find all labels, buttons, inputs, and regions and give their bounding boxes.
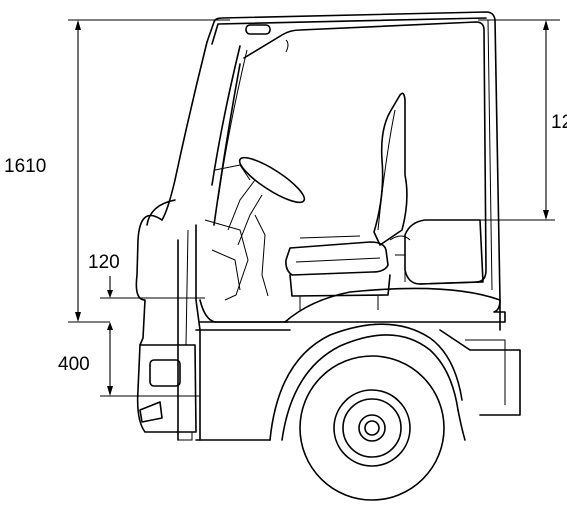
upper-height-label: 1200 [551,112,567,133]
cab-outline [135,11,506,441]
bumper-height-label: 400 [58,354,90,375]
driver-seat [285,92,484,310]
step-height-label: 120 [88,252,120,273]
wheel-arch [195,287,521,441]
front-wheel [299,355,445,501]
steering-wheel [204,156,306,301]
cab-height-label: 1610 [4,156,46,177]
dimension-cab-height: 1610 [4,19,230,323]
front-bumper [136,344,197,441]
dimension-upper-height: 1200 [478,19,567,221]
